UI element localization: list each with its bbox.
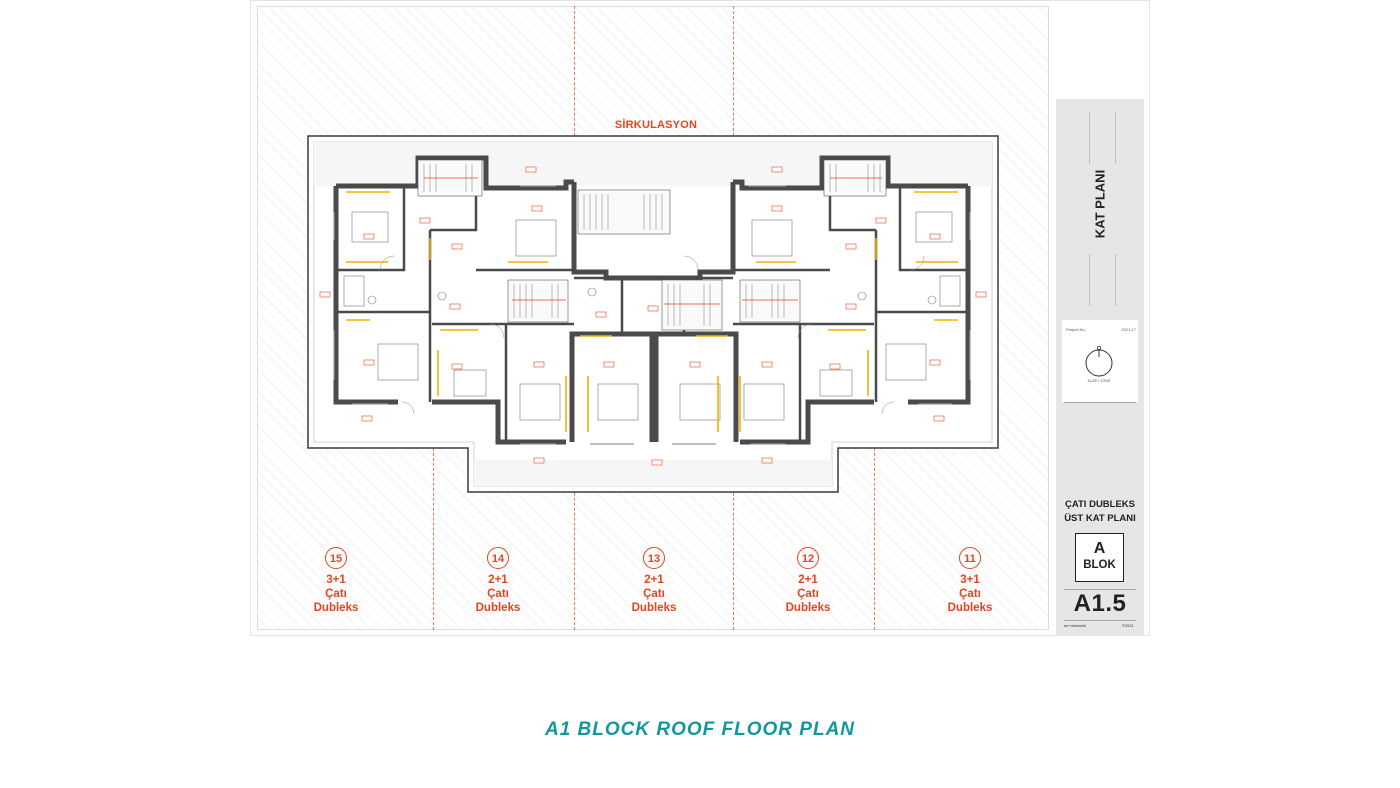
panel-divider [1064, 589, 1136, 590]
unit-boundary-line [574, 448, 575, 630]
unit-number-badge: 14 [487, 547, 509, 569]
interior-walls [336, 186, 968, 442]
sheet-title-line-1: ÇATI DUBLEKS [1064, 499, 1136, 510]
unit-roof-label: Çatı [797, 588, 819, 600]
unit-number-badge: 11 [959, 547, 981, 569]
unit-duplex-label: Dubleks [475, 602, 521, 614]
panel-divider [1064, 402, 1136, 403]
unit-boundary-line [733, 6, 734, 136]
unit-boundary-line [433, 448, 434, 630]
sheet-title-line-2: ÜST KAT PLANI [1064, 513, 1136, 524]
unit-type: 3+1 [960, 574, 980, 586]
panel-tick-line [1115, 254, 1116, 306]
door-swings [379, 255, 925, 415]
page-caption: A1 BLOCK ROOF FLOOR PLAN [544, 719, 856, 740]
unit-roof-label: Çatı [643, 588, 665, 600]
unit-duplex-label: Dubleks [631, 602, 677, 614]
sheet-title: ÇATI DUBLEKS ÜST KAT PLANI [1056, 498, 1144, 526]
unit-type: 2+1 [488, 574, 508, 586]
panel-tick-line [1089, 254, 1090, 306]
project-number-row: Project No. 2021-17 [1066, 327, 1136, 332]
unit-type: 2+1 [798, 574, 818, 586]
unit-boundary-line [574, 6, 575, 136]
panel-tick-line [1089, 112, 1090, 164]
project-info-box [1062, 320, 1138, 402]
unit-label-13: 13 2+1 Çatı Dubleks [609, 547, 699, 615]
block-badge: A BLOK [1075, 533, 1124, 582]
unit-type: 3+1 [326, 574, 346, 586]
sheet-number: A1.5 [1073, 590, 1127, 617]
unit-label-14: 14 2+1 Çatı Dubleks [453, 547, 543, 615]
unit-roof-label: Çatı [325, 588, 347, 600]
unit-roof-label: Çatı [487, 588, 509, 600]
block-word: BLOK [1083, 559, 1116, 571]
firm-name: ee+mimarlık [1064, 623, 1086, 628]
unit-duplex-label: Dubleks [785, 602, 831, 614]
unit-boundary-line [874, 448, 875, 630]
exterior-walls [333, 155, 971, 445]
unit-number-badge: 15 [325, 547, 347, 569]
bathroom-fixtures [343, 275, 961, 307]
panel-tick-line [1115, 112, 1116, 164]
copyright-text: ©2021 [1122, 623, 1134, 628]
kat-plani-title: KAT PLANI [1092, 169, 1108, 239]
project-no-label: Project No. [1066, 327, 1086, 332]
room-tags [319, 166, 987, 466]
project-no-value: 2021-17 [1121, 327, 1136, 332]
panel-divider [1064, 620, 1136, 621]
circulation-label: SİRKULASYON [614, 119, 698, 131]
unit-label-11: 11 3+1 Çatı Dubleks [925, 547, 1015, 615]
unit-number-badge: 12 [797, 547, 819, 569]
wardrobes [346, 191, 958, 432]
unit-type: 2+1 [644, 574, 664, 586]
stair-cores [417, 159, 887, 331]
block-letter: A [1093, 540, 1106, 557]
furniture [351, 211, 953, 421]
stair-direction-markers [424, 177, 882, 305]
north-arrow-icon [1085, 345, 1113, 377]
unit-duplex-label: Dubleks [947, 602, 993, 614]
unit-boundary-line [733, 448, 734, 630]
unit-label-12: 12 2+1 Çatı Dubleks [763, 547, 853, 615]
unit-number-badge: 13 [643, 547, 665, 569]
windows [333, 185, 971, 445]
unit-label-15: 15 3+1 Çatı Dubleks [291, 547, 381, 615]
north-label: KUZEY YÖNÜ [1087, 379, 1111, 383]
panel-vertical-title: KAT PLANI [1056, 99, 1144, 309]
unit-roof-label: Çatı [959, 588, 981, 600]
unit-duplex-label: Dubleks [313, 602, 359, 614]
